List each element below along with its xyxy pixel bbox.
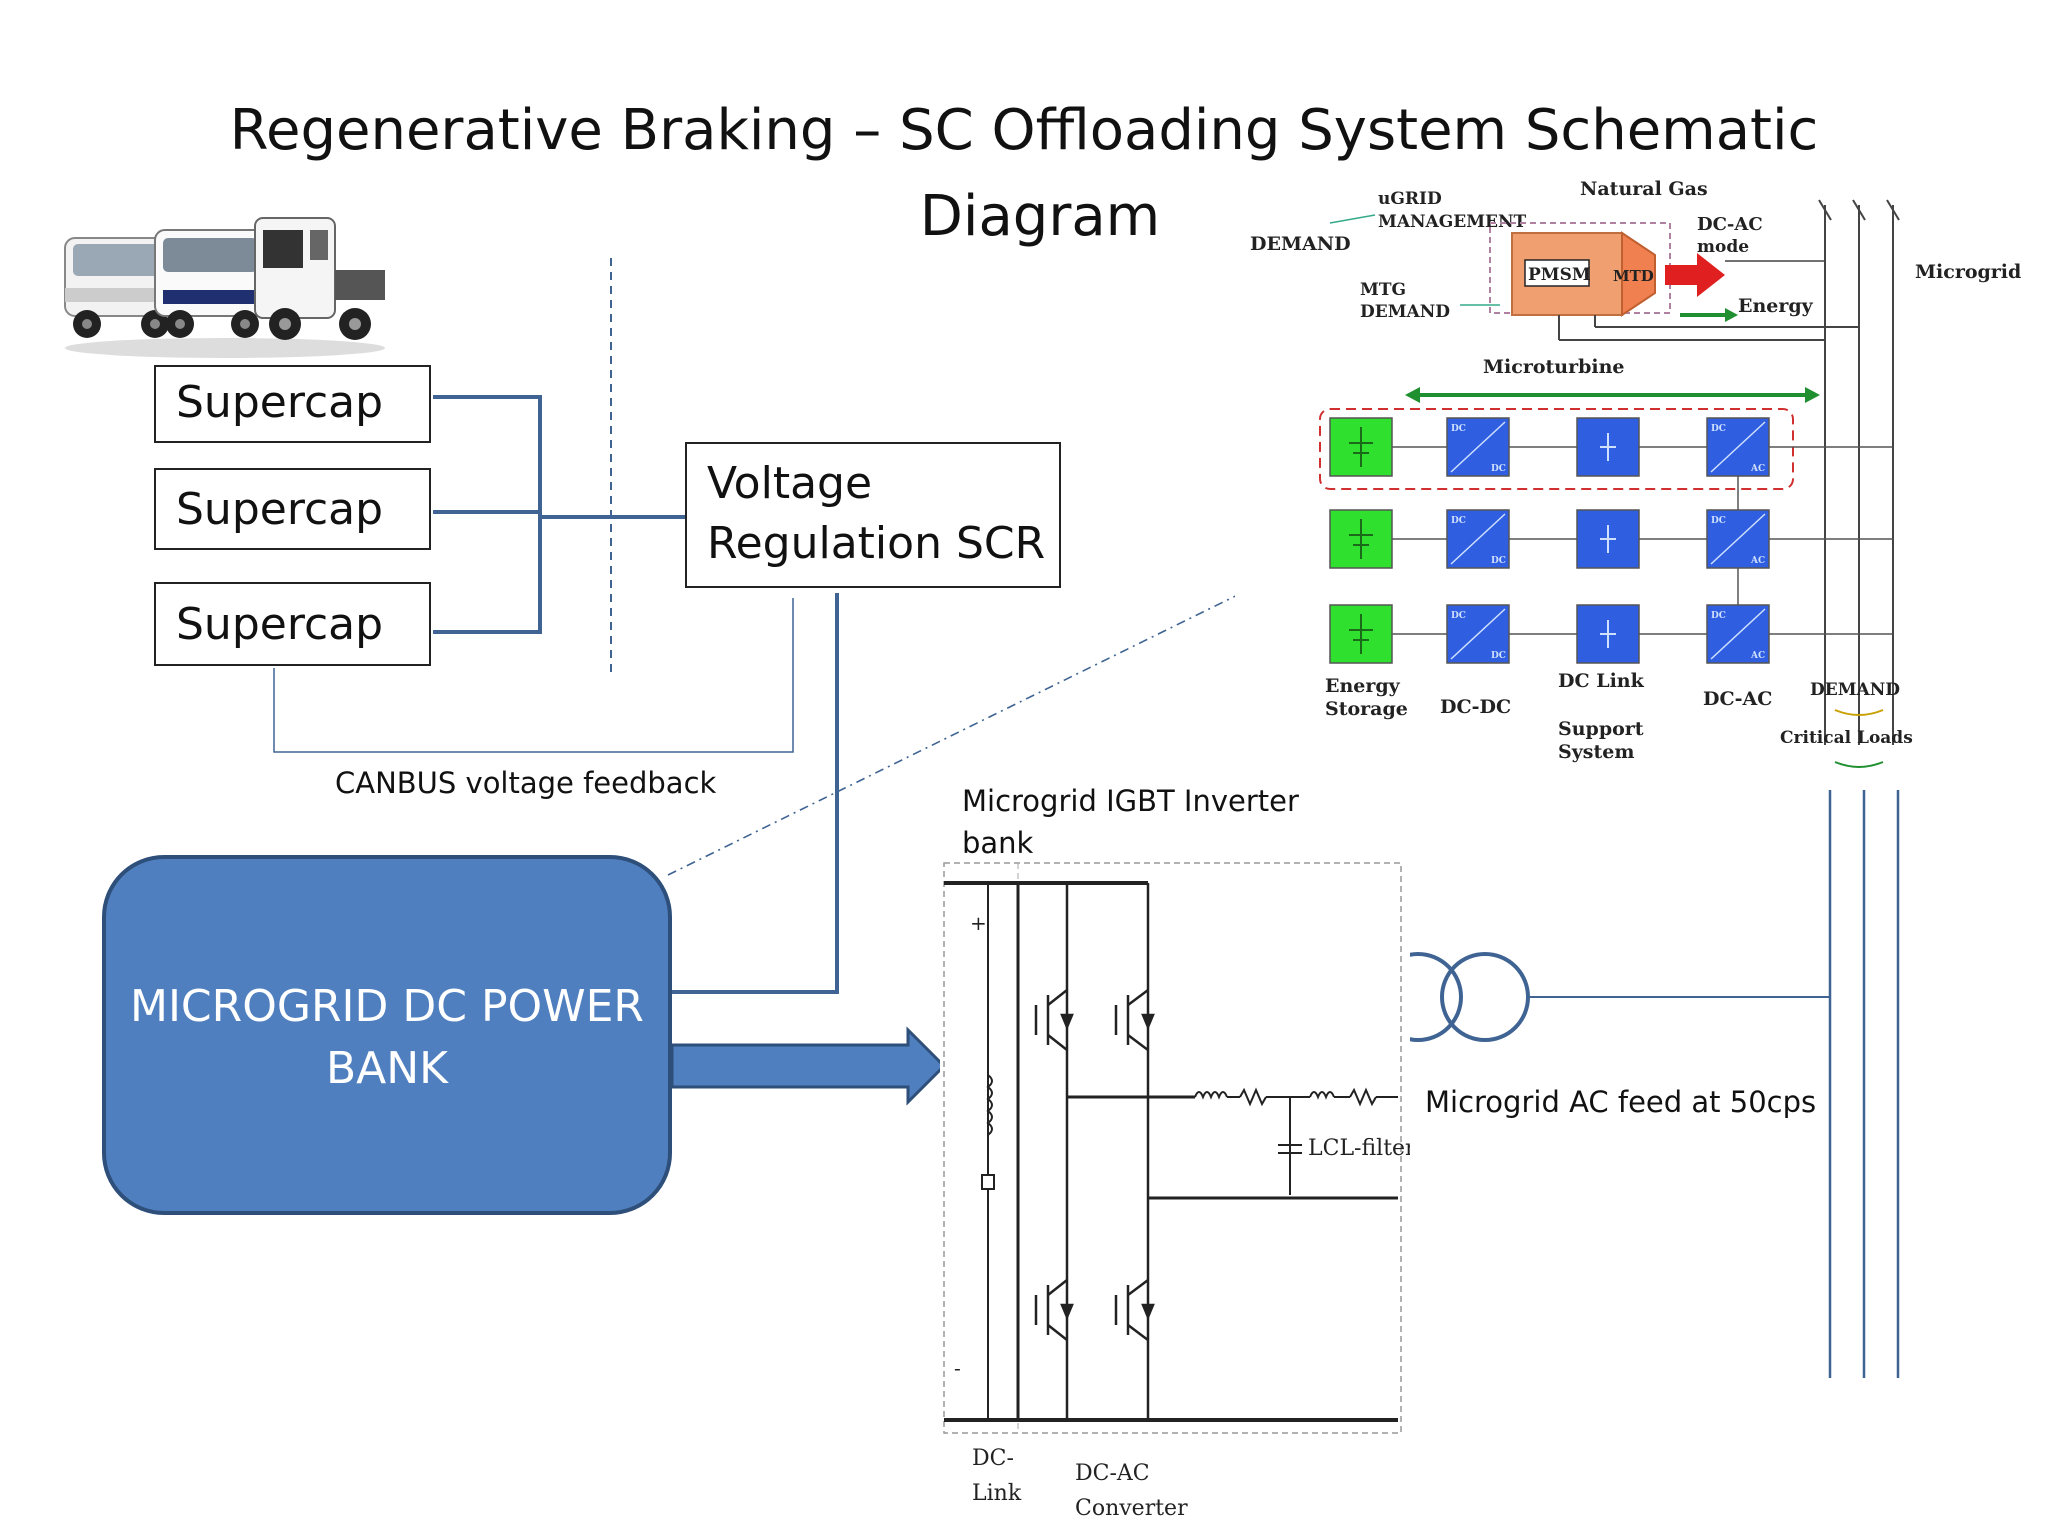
svg-text:Microgrid: Microgrid bbox=[1915, 261, 2021, 283]
trucks-image bbox=[64, 217, 385, 358]
svg-text:-: - bbox=[954, 1356, 961, 1380]
igbt-switch-icon bbox=[1114, 989, 1155, 1051]
svg-text:System: System bbox=[1558, 741, 1634, 763]
svg-text:DC: DC bbox=[1451, 516, 1466, 526]
ac-feed-label: Microgrid AC feed at 50cps bbox=[1425, 1085, 1817, 1119]
voltage-regulation-box: Voltage Regulation SCR bbox=[685, 442, 1061, 588]
supercap-label: Supercap bbox=[176, 377, 384, 428]
truck-middle-icon bbox=[154, 229, 266, 338]
power-arrow bbox=[670, 1026, 947, 1106]
svg-text:Energy: Energy bbox=[1325, 675, 1401, 697]
svg-text:Converter: Converter bbox=[1075, 1496, 1188, 1521]
svg-text:DEMAND: DEMAND bbox=[1360, 302, 1450, 322]
igbt-inverter-circuit: + - LCL-filter D bbox=[940, 855, 1410, 1527]
svg-text:DEMAND: DEMAND bbox=[1810, 680, 1900, 700]
truck-back-icon bbox=[64, 237, 176, 338]
svg-text:DC-AC: DC-AC bbox=[1703, 688, 1772, 710]
svg-text:DC Link: DC Link bbox=[1558, 670, 1645, 692]
svg-text:Natural Gas: Natural Gas bbox=[1580, 178, 1708, 200]
svg-text:DC: DC bbox=[1491, 464, 1506, 474]
svg-text:AC: AC bbox=[1750, 464, 1765, 474]
svg-text:PMSM: PMSM bbox=[1528, 265, 1591, 285]
svg-text:DC: DC bbox=[1491, 556, 1506, 566]
supercap-box-1: Supercap bbox=[154, 365, 431, 443]
svg-text:DC-DC: DC-DC bbox=[1440, 696, 1511, 718]
power-bank-line1: MICROGRID DC POWER bbox=[129, 981, 644, 1032]
svg-text:MTD: MTD bbox=[1613, 267, 1654, 285]
svg-text:DC: DC bbox=[1451, 424, 1466, 434]
svg-text:AC: AC bbox=[1750, 556, 1765, 566]
supercap-label: Supercap bbox=[176, 599, 384, 650]
supercap-box-3: Supercap bbox=[154, 582, 431, 666]
svg-text:DC: DC bbox=[1711, 424, 1726, 434]
svg-text:DEMAND: DEMAND bbox=[1250, 233, 1351, 255]
supercap-box-2: Supercap bbox=[154, 468, 431, 550]
microgrid-architecture-diagram: Natural Gas uGRID MANAGEMENT DEMAND MTG … bbox=[1235, 165, 2045, 790]
inverter-label-line2: bank bbox=[962, 826, 1034, 860]
svg-text:DC: DC bbox=[1451, 611, 1466, 621]
power-bank-line2: BANK bbox=[325, 1043, 449, 1094]
svg-text:DC: DC bbox=[1711, 611, 1726, 621]
svg-text:LCL-filter: LCL-filter bbox=[1308, 1136, 1410, 1161]
svg-text:mode: mode bbox=[1697, 237, 1749, 257]
svg-text:Energy: Energy bbox=[1738, 295, 1814, 317]
svg-text:DC: DC bbox=[1491, 651, 1506, 661]
svg-text:Support: Support bbox=[1558, 718, 1644, 740]
igbt-switch-icon bbox=[1034, 989, 1074, 1051]
supercap-label: Supercap bbox=[176, 484, 384, 535]
page-title-line2: Diagram bbox=[919, 184, 1161, 249]
voltage-regulation-line1: Voltage bbox=[707, 458, 873, 509]
svg-text:uGRID: uGRID bbox=[1378, 189, 1442, 209]
svg-text:DC-AC: DC-AC bbox=[1075, 1461, 1150, 1486]
igbt-switch-icon bbox=[1114, 1279, 1155, 1341]
red-arrow-icon bbox=[1665, 253, 1725, 297]
truck-front-icon bbox=[254, 217, 385, 340]
svg-text:AC: AC bbox=[1750, 651, 1765, 661]
svg-text:Microturbine: Microturbine bbox=[1483, 356, 1625, 378]
canbus-label: CANBUS voltage feedback bbox=[335, 766, 717, 800]
svg-text:+: + bbox=[970, 911, 987, 935]
svg-text:Storage: Storage bbox=[1325, 698, 1408, 720]
svg-text:DC-: DC- bbox=[972, 1446, 1014, 1471]
svg-text:Link: Link bbox=[972, 1481, 1022, 1506]
page-title: Regenerative Braking – SC Offloading Sys… bbox=[229, 98, 1819, 163]
svg-text:DC-AC: DC-AC bbox=[1697, 214, 1763, 235]
igbt-switch-icon bbox=[1034, 1279, 1074, 1341]
svg-text:DC: DC bbox=[1711, 516, 1726, 526]
voltage-regulation-line2: Regulation SCR bbox=[707, 518, 1046, 569]
microgrid-dc-power-bank: MICROGRID DC POWER BANK bbox=[102, 855, 672, 1215]
mtd-block bbox=[1621, 231, 1656, 317]
svg-text:Critical Loads: Critical Loads bbox=[1780, 728, 1913, 748]
svg-text:MTG: MTG bbox=[1360, 280, 1406, 300]
